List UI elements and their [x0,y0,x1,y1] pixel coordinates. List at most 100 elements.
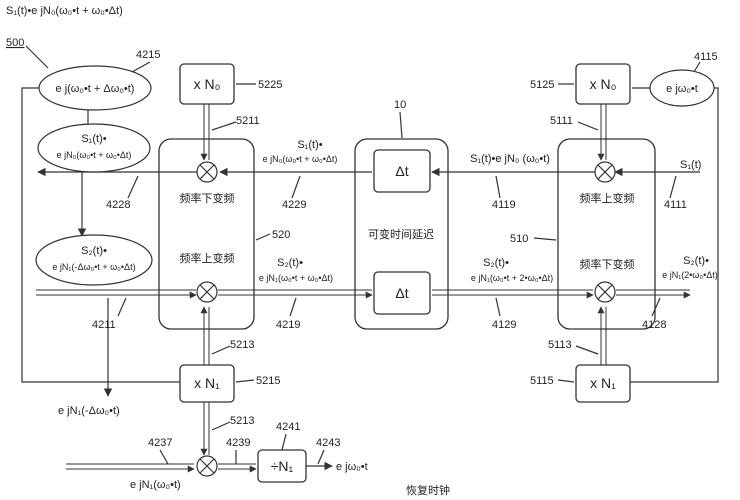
block-multiply-n1-right-label: x N₁ [590,375,616,391]
ref-4111-leader [669,175,677,199]
ref-4119-leader [495,175,501,199]
ref-5225: 5225 [258,79,282,91]
ellipse-mid-left-line1: S₁(t)• [81,133,106,145]
block-divider-label: ÷N₁ [271,458,294,474]
ref-4119: 4119 [492,199,516,211]
ref-4128: 4128 [642,319,666,331]
label-right-up-convert: 频率上变频 [580,191,635,205]
ref-4237-leader [159,449,169,465]
ref-4239: 4239 [226,437,250,449]
ref-4228: 4228 [106,199,130,211]
mixer-bottom-left [196,281,218,303]
ref-4237: 4237 [148,437,172,449]
ref-5125: 5125 [530,79,554,91]
block-delay-top-label: Δt [395,163,408,179]
ellipse-low-left [35,234,153,286]
label-left-down-convert: 频率下变频 [180,191,235,205]
ref-4129-leader [495,297,501,317]
ellipse-top-left-text: e j(ω₀•t + Δω₀•t) [56,83,135,95]
ref-5213-lower-leader [211,421,231,431]
figure-ref-500: 500 [6,37,24,49]
ref-510: 510 [510,233,528,245]
ref-4219: 4219 [276,319,300,331]
label-left-up-convert: 频率上变频 [180,251,235,265]
mixer-top-right [594,161,616,183]
ellipse-top-right [649,69,715,107]
right-loop-line [630,87,719,383]
center-delay-panel [354,138,449,330]
ref-4115: 4115 [694,51,718,63]
ref-4219-leader [289,297,297,317]
ref-4229: 4229 [282,199,306,211]
ref-4215: 4215 [136,49,160,61]
signal-s2-right-line1: S₂(t)• [683,255,709,267]
block-delay-bottom-label: Δt [395,285,408,301]
ref-4211: 4211 [92,319,116,331]
signal-s2-mid-line1: S₂(t)• [483,257,509,269]
signal-offset: e jN₁(-Δω₀•t) [58,405,120,417]
ellipse-mid-left [37,123,151,173]
block-delay-top [373,149,431,193]
ref-5113: 5113 [548,339,572,351]
signal-s2-left-line2: e jN₁(ω₀•t + ω₀•Δt) [259,273,333,283]
ref-520-leader [255,233,271,241]
ellipse-low-left-line2: e jN₁(-Δω₀•t + ω₀•Δt) [52,262,135,272]
ref-4241-leader [281,433,287,451]
mixer-top-left [196,161,218,183]
block-multiply-n1-left [179,364,235,403]
ref-4128-leader [651,297,661,317]
signal-s1-input: S₁(t) [680,159,701,171]
label-center-delay: 可变时间延迟 [368,227,434,241]
figure-ref-leader [25,45,49,69]
ref-4241: 4241 [276,421,300,433]
ellipse-top-right-text: e jω₀•t [666,83,698,95]
ref-4215-leader [131,61,151,73]
signal-s1-right: S₁(t)•e jN₀ (ω₀•t) [470,153,550,165]
ref-4111: 4111 [664,199,687,211]
ellipse-mid-left-line2: e jN₀(ω₀•t + ω₀•Δt) [57,150,132,160]
ref-5211-leader [211,121,237,131]
label-recovered-clock: 恢复时钟 [406,483,450,497]
ref-10: 10 [394,99,406,111]
ref-5115-leader [557,379,575,383]
block-multiply-n1-left-label: x N₁ [194,375,220,391]
left-loop-line [21,87,180,383]
ref-4115-leader [693,61,701,73]
ref-5115: 5115 [530,375,554,387]
signal-clock-out: e jω₀•t [336,461,368,473]
ref-5213-upper: 5213 [230,339,254,351]
ellipse-low-left-line1: S₂(t)• [81,245,107,257]
ref-4129: 4129 [492,319,516,331]
block-multiply-n0-right-label: x N₀ [590,76,617,92]
ref-5111: 5111 [550,115,573,127]
ref-4243-leader [317,449,325,465]
ref-5113-leader [575,345,599,355]
label-right-down-convert: 频率下变频 [580,257,635,271]
signal-s1-left-line2: e jN₀(ω₀•t + ω₀•Δt) [263,154,338,164]
block-multiply-n0-right [575,63,631,105]
signal-s2-mid-line2: e jN₁(ω₀•t + 2•ω₀•Δt) [471,273,553,283]
block-multiply-n0-left-label: x N₀ [194,76,221,92]
signal-clock-in: e jN₁(ω₀•t) [130,479,181,491]
ref-4211-leader [117,297,127,317]
ref-5215-leader [235,379,255,383]
ref-5211: 5211 [236,115,260,127]
mixer-clock [196,455,218,477]
ref-520: 520 [272,229,290,241]
block-multiply-n1-right [575,364,631,403]
ref-4229-leader [291,175,301,199]
signal-s2-right-line2: e jN₁(2•ω₀•Δt) [662,270,718,280]
signal-s1-left-line1: S₁(t)• [297,139,322,151]
signal-s2-left-line1: S₂(t)• [277,257,303,269]
block-multiply-n0-left [179,63,235,105]
ref-5213-upper-leader [211,345,231,355]
left-converter-panel [158,138,255,330]
ellipse-top-left [38,65,152,111]
ref-5215: 5215 [256,375,280,387]
ref-10-leader [399,111,403,139]
ref-5213-lower: 5213 [230,415,254,427]
top-formula: S₁(t)•e jN₀(ω₀•t + ω₀•Δt) [6,5,123,17]
ref-4228-leader [127,175,139,199]
block-delay-bottom [373,271,431,315]
